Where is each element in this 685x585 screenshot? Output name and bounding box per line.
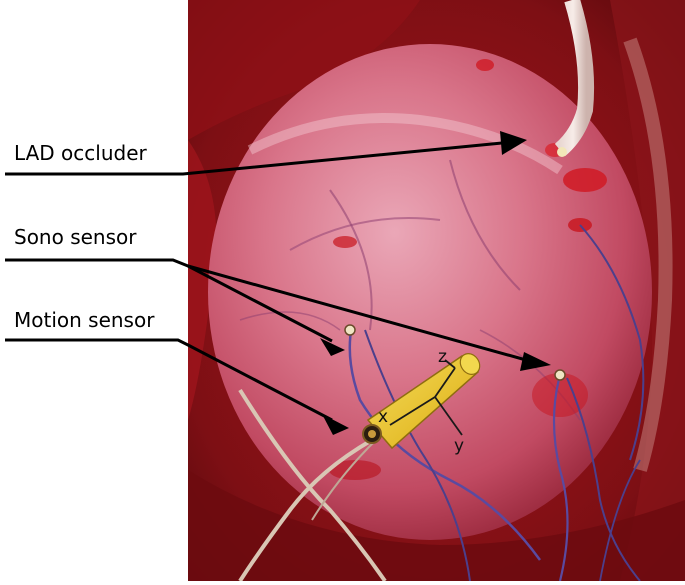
- axis-z-label: z: [438, 347, 447, 367]
- occluder-tube: [554, 0, 595, 157]
- lad-occluder-label: LAD occluder: [14, 141, 147, 165]
- sono-sensor-leader-right: [187, 264, 527, 362]
- lad-occluder-leader: [5, 141, 503, 176]
- suture: [348, 324, 542, 561]
- motion-sensor: [362, 353, 481, 450]
- axis-x-label: x: [378, 407, 388, 427]
- lad-occluder-arrowhead: [500, 131, 527, 155]
- motion-sensor-leader: [5, 338, 333, 422]
- sono-sensor-arrowhead-right: [520, 352, 551, 371]
- sono-crystal-left: [344, 324, 356, 336]
- annotation-arrows: [5, 131, 551, 435]
- axis-y-label: y: [454, 436, 464, 456]
- heart: [208, 44, 652, 540]
- motion-sensor-arrowhead: [322, 414, 349, 435]
- sono-crystal-right: [554, 369, 566, 381]
- sono-sensor-arrowhead-left: [320, 338, 345, 356]
- sensor-axes: x z y: [378, 347, 464, 456]
- motion-sensor-label: Motion sensor: [14, 308, 155, 332]
- sono-sensor-label: Sono sensor: [14, 225, 137, 249]
- sono-sensor-leader-left: [5, 258, 333, 343]
